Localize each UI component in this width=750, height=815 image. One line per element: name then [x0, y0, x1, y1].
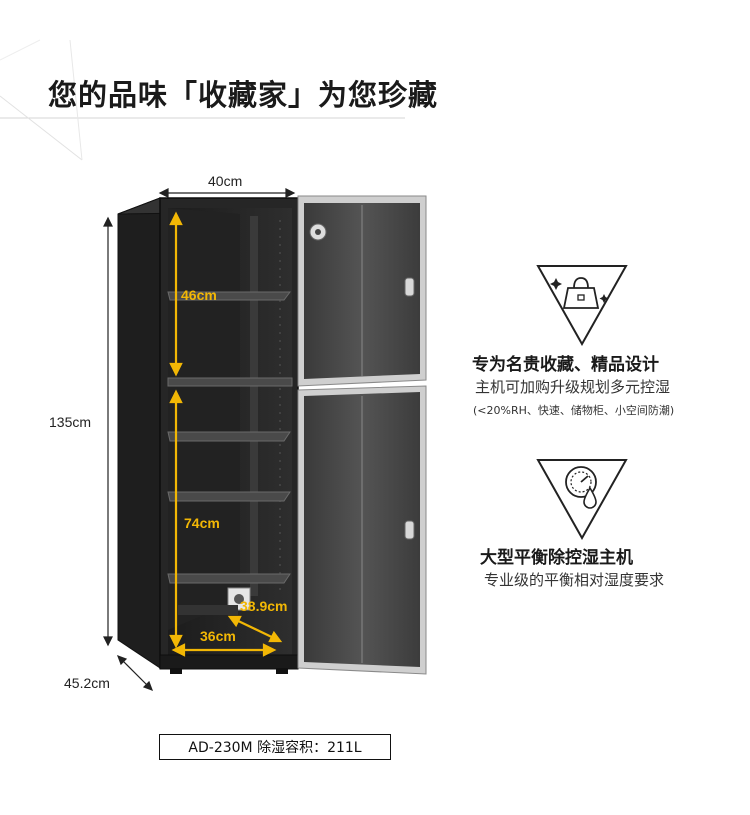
feature-1-title: 专为名贵收藏、精品设计	[472, 355, 659, 375]
humidity-gauge-icon	[536, 459, 628, 540]
upper-compartment-label: 46cm	[181, 287, 217, 303]
height-label: 135cm	[49, 414, 92, 430]
feature-1-note: (<20%RH、快速、储物柜、小空间防潮)	[473, 404, 675, 417]
feature-1-subtitle: 主机可加购升级规划多元控湿	[475, 378, 671, 396]
lower-compartment-label: 74cm	[184, 515, 220, 531]
inner-depth-label: 38.9cm	[240, 598, 288, 614]
model-capacity-label: AD-230M 除湿容积：211L	[159, 734, 391, 760]
width-label: 40cm	[208, 173, 243, 189]
page-headline: 您的品味「收藏家」为您珍藏	[48, 78, 439, 112]
handbag-icon	[536, 265, 628, 346]
shelf	[167, 291, 293, 584]
depth-label: 45.2cm	[64, 675, 110, 691]
feature-2-title: 大型平衡除控湿主机	[480, 548, 633, 568]
inner-width-label: 36cm	[200, 628, 236, 644]
feature-2-subtitle: 专业级的平衡相对湿度要求	[484, 571, 665, 589]
